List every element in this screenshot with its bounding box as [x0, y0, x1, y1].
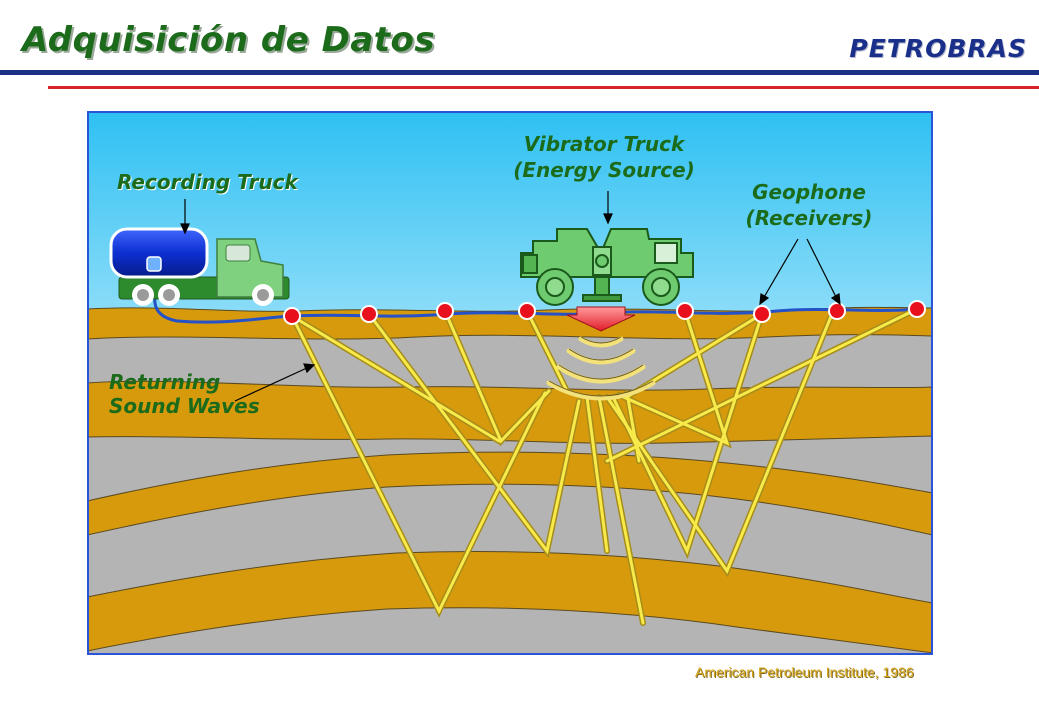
geophone-icon: [283, 307, 301, 325]
layer-gray-4: [87, 607, 933, 655]
pointer-arrows: [180, 191, 841, 402]
arrow-icon: [806, 238, 838, 300]
geophones: [283, 300, 926, 325]
energy-waves: [546, 336, 656, 401]
energy-waves-outline: [548, 336, 654, 397]
label-vibrator-truck-line2: (Energy Source): [513, 158, 695, 182]
seismic-acquisition-diagram: Recording Truck Vibrator Truck (Energy S…: [87, 111, 933, 655]
label-returning-waves-line1: Returning: [109, 370, 220, 394]
geophone-icon: [518, 302, 536, 320]
energy-arrow: [566, 306, 636, 332]
geophone-icon: [908, 300, 926, 318]
label-geophone-line2: (Receivers): [746, 206, 873, 230]
header-rule-red: [48, 86, 1039, 89]
label-geophone-line1: Geophone: [752, 180, 866, 204]
label-returning-waves-line2: Sound Waves: [109, 394, 260, 418]
seismic-rays-highlight: [290, 307, 919, 625]
diagram-border: [87, 111, 933, 655]
geophone-icon: [436, 302, 454, 320]
geological-layers: [87, 306, 933, 655]
label-recording-truck: Recording Truck: [117, 170, 300, 194]
label-vibrator-truck-line1: Vibrator Truck: [524, 132, 686, 156]
geophone-icon: [360, 305, 378, 323]
header-rule-blue: [0, 70, 1039, 75]
arrow-icon: [234, 366, 310, 402]
geophone-icon: [828, 302, 846, 320]
source-citation: American Petroleum Institute, 1986: [695, 664, 914, 680]
arrow-icon: [762, 238, 799, 300]
page-title: Adquisición de Datos: [22, 20, 436, 60]
brand-logo: PETROBRAS: [849, 34, 1027, 63]
geophone-icon: [676, 302, 694, 320]
recording-truck-icon: [109, 227, 290, 306]
surface-cable: [153, 278, 918, 324]
vibrator-truck-icon: [520, 228, 694, 306]
geophone-icon: [753, 305, 771, 323]
